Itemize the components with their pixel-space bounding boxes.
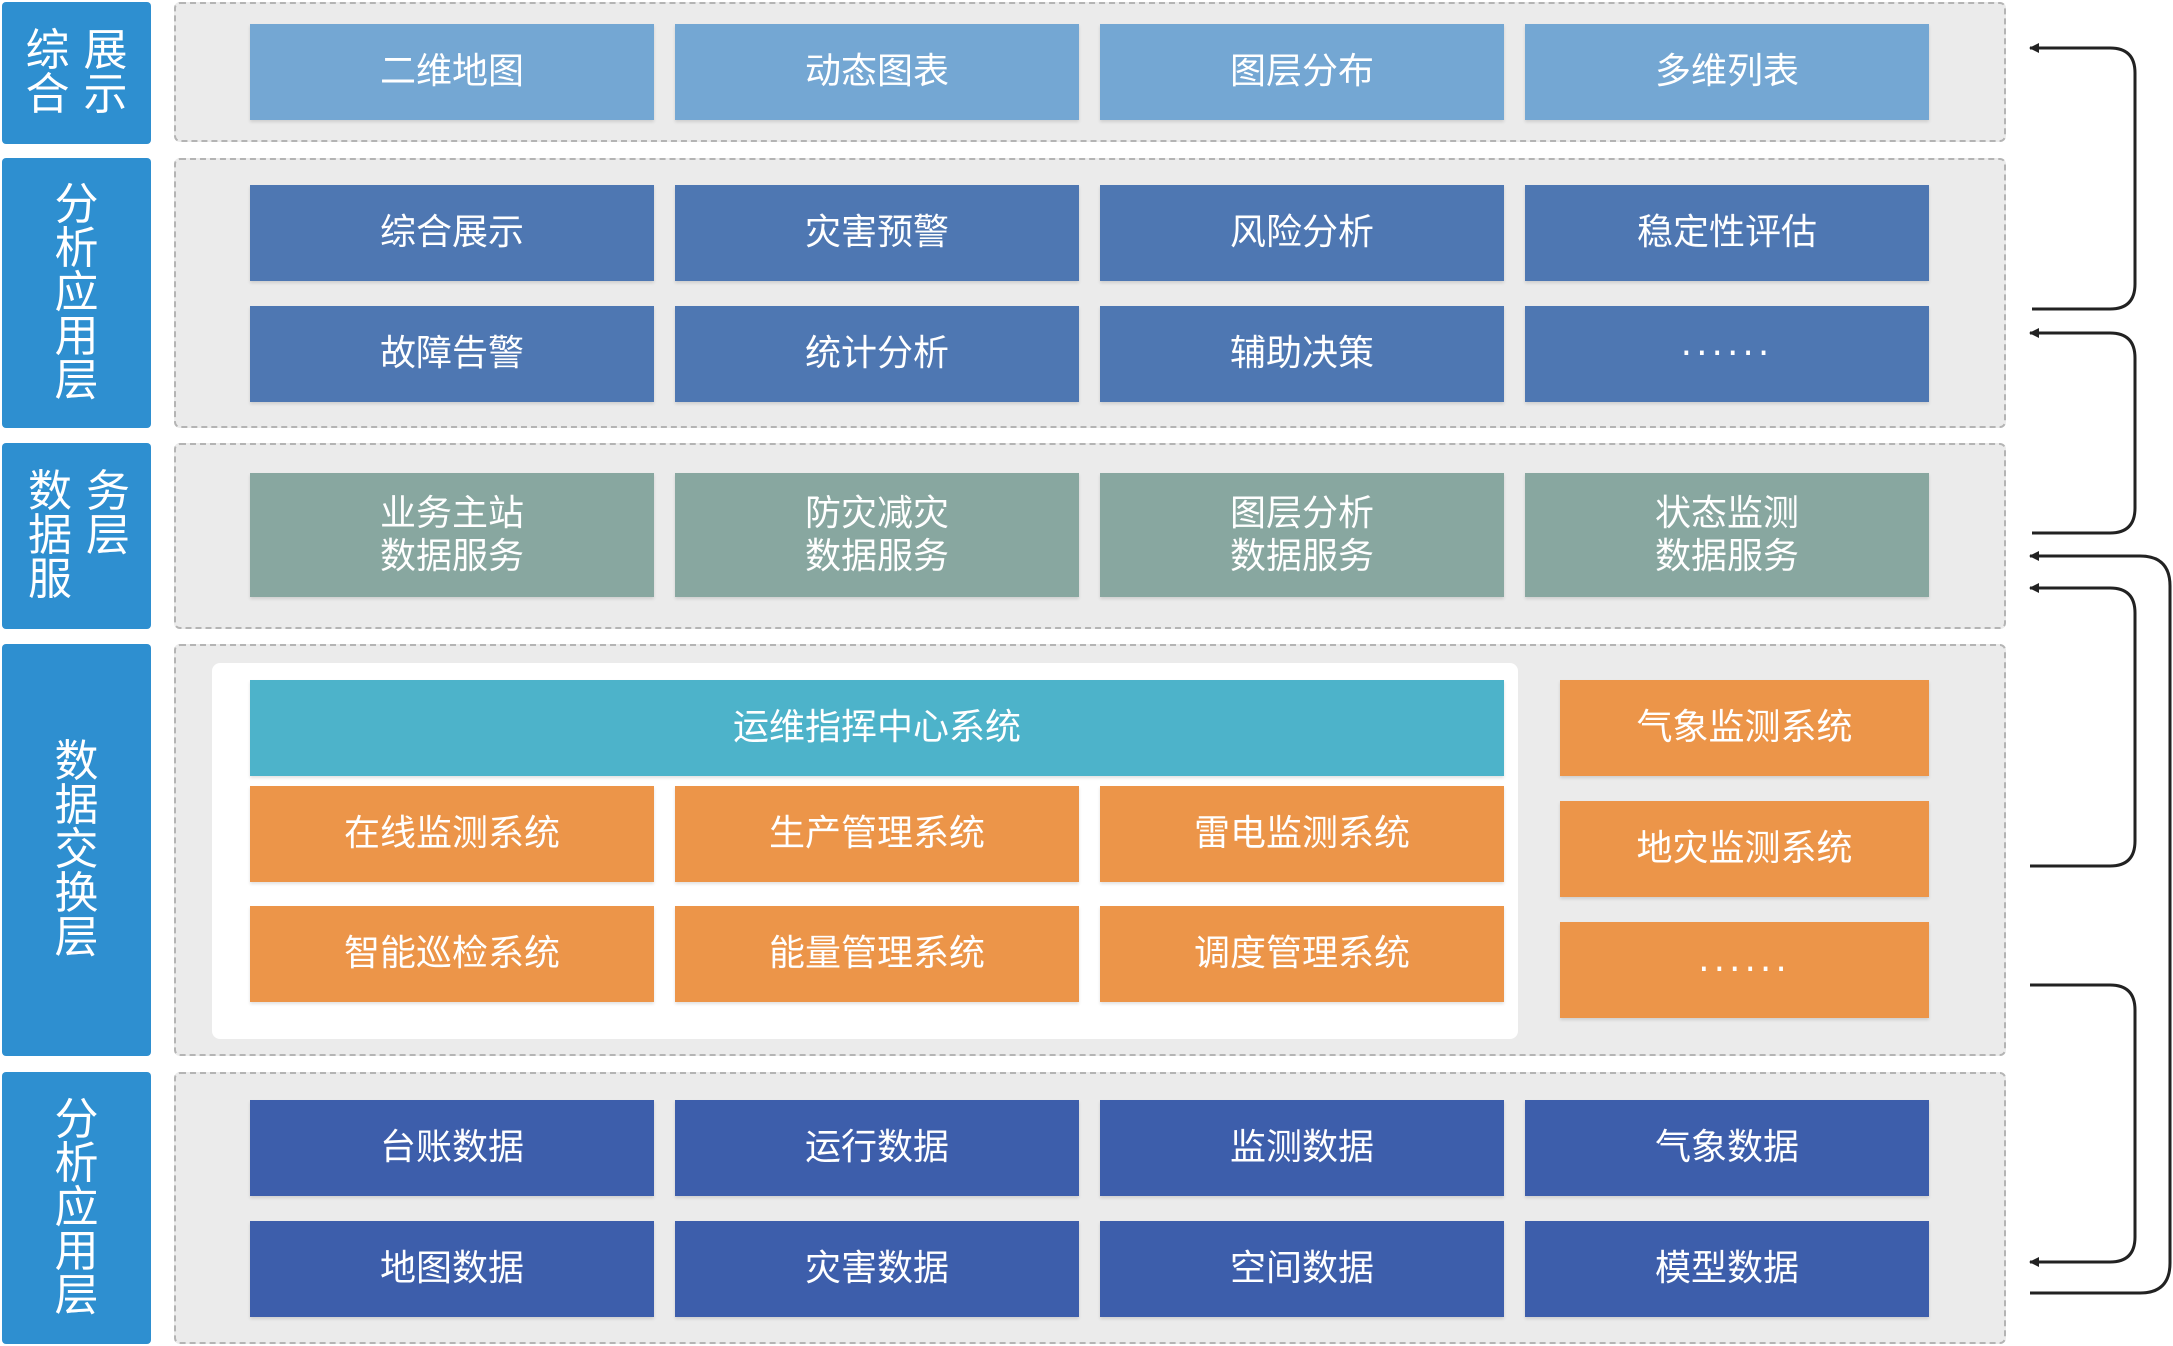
data-box: 监测数据 [1100,1100,1504,1196]
exchange-system-box: 能量管理系统 [675,906,1079,1002]
service-box: 业务主站 数据服务 [250,473,654,597]
display-box: 图层分布 [1100,24,1504,120]
exchange-system-box: 生产管理系统 [675,786,1079,882]
data-box: 气象数据 [1525,1100,1929,1196]
data-box: 模型数据 [1525,1221,1929,1317]
layer-label-analysis: 分析应用层 [2,158,151,428]
arrow-analysis-to-display [2029,43,2137,311]
exchange-more-box: ······ [1560,922,1929,1018]
analysis-box: 统计分析 [675,306,1079,402]
data-box: 空间数据 [1100,1221,1504,1317]
exchange-system-box: 雷电监测系统 [1100,786,1504,882]
exchange-system-box: 在线监测系统 [250,786,654,882]
analysis-box: 综合展示 [250,185,654,281]
analysis-box: 稳定性评估 [1525,185,1929,281]
arrow-exchange-to-data [2029,983,2137,1267]
data-box: 运行数据 [675,1100,1079,1196]
service-box: 防灾减灾 数据服务 [675,473,1079,597]
layer-label-exchange: 数据交换层 [2,644,151,1056]
layer-label-service: 数 务据 层服 [2,443,151,629]
service-box: 图层分析 数据服务 [1100,473,1504,597]
analysis-box: 辅助决策 [1100,306,1504,402]
analysis-box: 故障告警 [250,306,654,402]
arrow-service-to-analysis [2029,328,2137,535]
arrow-exchange-to-service [2029,583,2137,868]
analysis-box: 灾害预警 [675,185,1079,281]
data-box: 台账数据 [250,1100,654,1196]
exchange-system-box: 智能巡检系统 [250,906,654,1002]
analysis-box: 风险分析 [1100,185,1504,281]
display-box: 多维列表 [1525,24,1929,120]
data-box: 灾害数据 [675,1221,1079,1317]
arrow-data-to-service [2029,551,2172,1295]
display-box: 动态图表 [675,24,1079,120]
layer-label-display: 综 展合 示 [2,2,151,144]
exchange-side-box: 气象监测系统 [1560,680,1929,776]
data-box: 地图数据 [250,1221,654,1317]
layer-label-data: 分析应用层 [2,1072,151,1344]
analysis-more-box: ······ [1525,306,1929,402]
exchange-side-box: 地灾监测系统 [1560,801,1929,897]
service-box: 状态监测 数据服务 [1525,473,1929,597]
exchange-system-box: 调度管理系统 [1100,906,1504,1002]
display-box: 二维地图 [250,24,654,120]
ops-center-box: 运维指挥中心系统 [250,680,1504,776]
